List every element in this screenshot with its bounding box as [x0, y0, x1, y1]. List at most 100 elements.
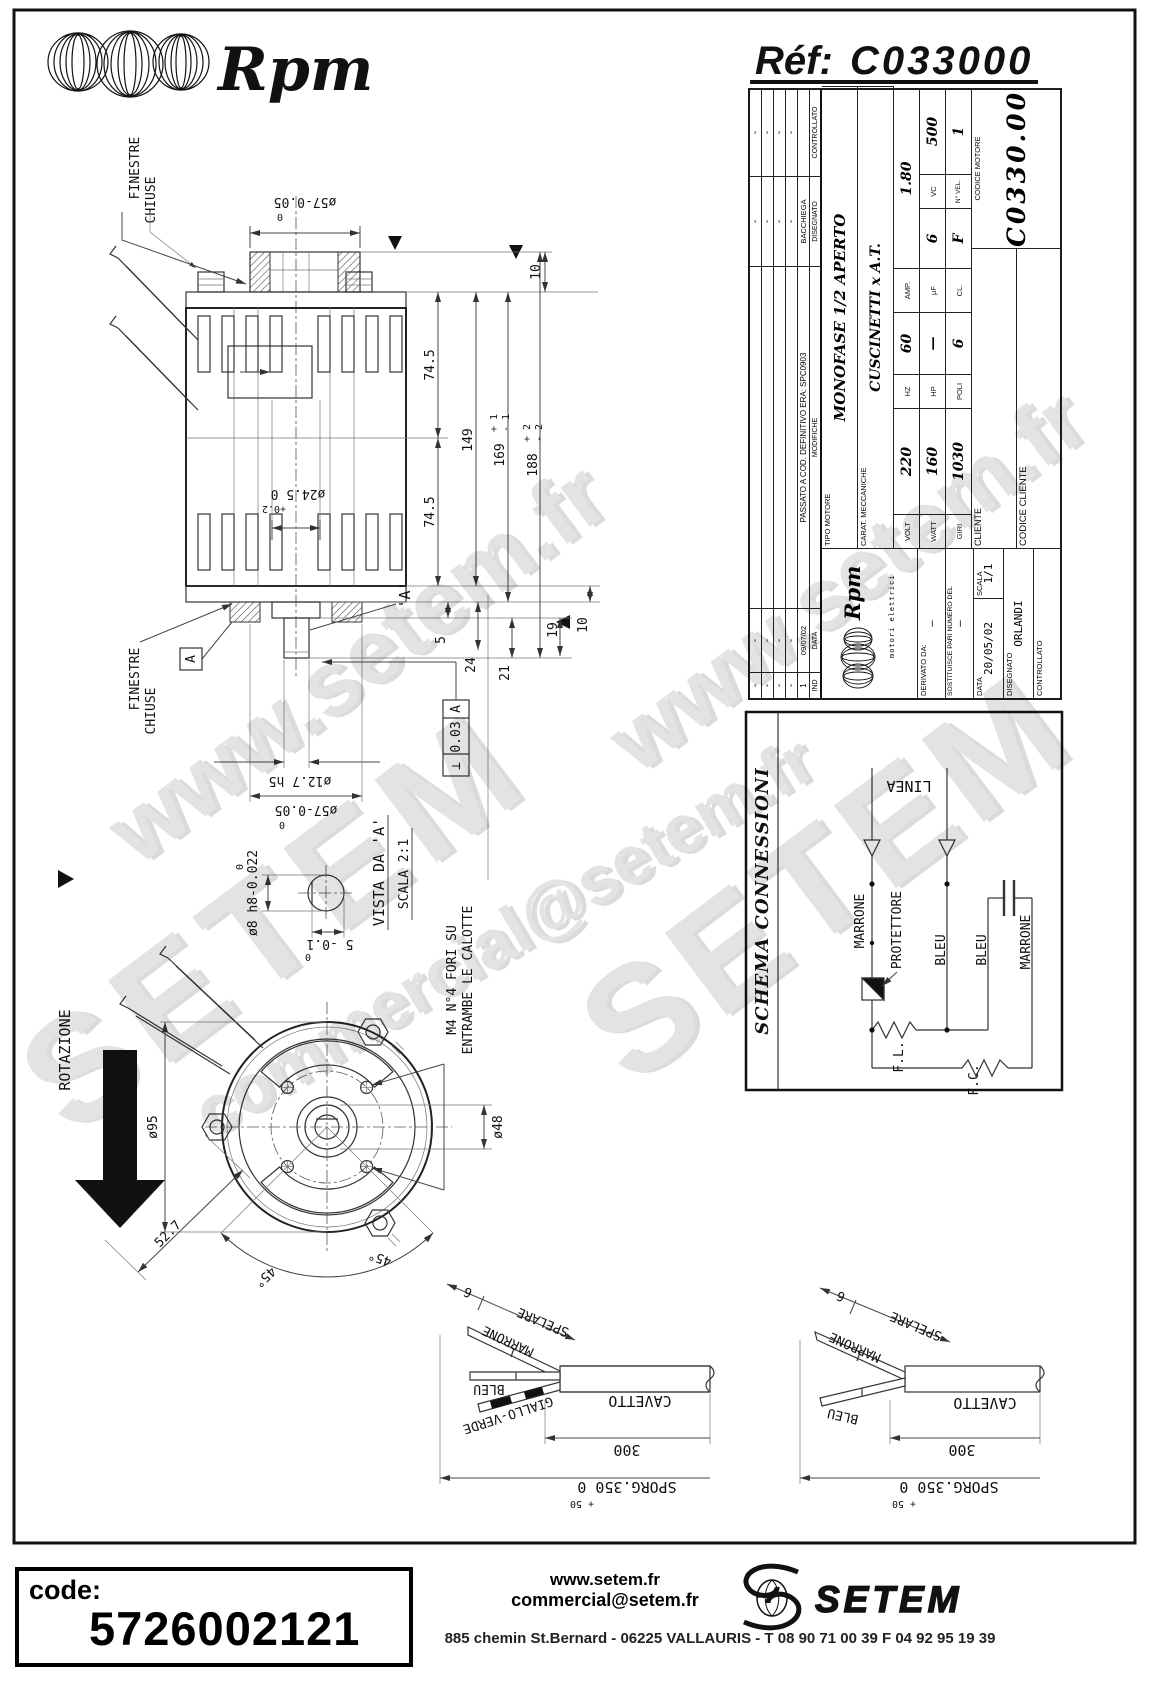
tb-hp-label: HP: [928, 386, 938, 397]
m4-note-line1: M4 N°4 FORI SU: [445, 925, 460, 1035]
cable-right-sporg-tol: + 50: [892, 1498, 916, 1509]
dim-flat5: 5 -0.1: [307, 936, 354, 951]
motor-front-view: ROTAZIONE ø95 ø48 M4 N°4 FORI SU ENTRAMB…: [56, 906, 506, 1290]
sheet-frame: [12, 8, 1137, 1545]
cable-left-300: 300: [613, 1441, 640, 1459]
tb-data-label: DATA: [975, 677, 984, 696]
schema-fc: F.C.: [967, 1064, 982, 1095]
tb-carat-label: CARAT. MECCANICHE: [859, 467, 868, 546]
tb-logo-sub: motori elettrici: [888, 574, 896, 658]
datum-a-flag: A: [184, 655, 199, 663]
setem-logo-text: SETEM: [815, 1579, 962, 1620]
schema-linea-label: LINEA: [886, 777, 931, 795]
rpm-brand-text: Rpm: [216, 35, 373, 105]
rev-dash: -: [786, 218, 797, 225]
tb-scala-label: SCALA: [975, 571, 984, 596]
cable-left-cavetto: CAVETTO: [608, 1392, 671, 1410]
tb-tipo-label: TIPO MOTORE: [823, 493, 832, 546]
footer-address: 885 chemin St.Bernard - 06225 VALLAURIS …: [444, 1630, 996, 1647]
dim-188-tp: + 2: [522, 424, 533, 442]
tb-vc-value: 500: [924, 116, 941, 147]
tb-uf-label: µF: [928, 286, 938, 295]
tb-controllato-label: CONTROLLATO: [1035, 640, 1044, 696]
rev-header-controllato: CONTROLLATO: [811, 106, 819, 159]
dim-745-b: 74.5: [423, 496, 438, 527]
tb-hz-label: HZ: [902, 386, 912, 397]
cable-right-spelare-6: 6: [835, 1287, 848, 1304]
dim-745-a: 74.5: [423, 349, 438, 380]
tb-amp-label: AMP.: [902, 281, 912, 300]
dim-527: 52.7: [152, 1218, 185, 1251]
schema-bleu-2: BLEU: [975, 934, 990, 965]
dim-flat5-tol: 0: [305, 951, 311, 962]
tb-watt-label: WATT: [928, 521, 938, 542]
dim-45-right: 45°: [367, 1246, 394, 1268]
rev-dash: -: [762, 637, 773, 644]
cable-right-spelare: SPELARE: [888, 1308, 944, 1343]
cable-left-sporg-tol: + 50: [570, 1498, 594, 1509]
tb-watt-value: 160: [924, 446, 941, 477]
drawing-canvas: .k{stroke:#222;stroke-width:2;fill:none}…: [12, 8, 1137, 1545]
cable-left-spelare: SPELARE: [515, 1304, 571, 1339]
tol-frame-value: 0.03: [449, 721, 464, 752]
tb-poli-label: POLI: [954, 382, 964, 401]
rev-row-date: 09/07/02: [799, 625, 808, 656]
rev-dash: -: [750, 218, 761, 225]
tb-giri-label: GIRI: [954, 523, 964, 540]
finestre-chiuse-label-top: FINESTRE CHIUSE: [121, 137, 247, 285]
schema-marrone-left: MARRONE: [853, 894, 868, 949]
ref-underline: [750, 80, 1038, 84]
rotation-arrow-icon: [103, 1050, 137, 1180]
tb-disegnato-label: DISEGNATO: [1005, 652, 1014, 696]
rpm-logo-icon: [47, 30, 210, 98]
code-box: code: 5726002121: [15, 1567, 413, 1667]
tb-derivato-label: DERIVATO DA:: [919, 644, 928, 696]
tb-hz-value: 60: [898, 333, 915, 354]
side-view-dimensions: 0 ø57-0.05 10 74.5 74.5 149 169 + 1 - 1 …: [179, 194, 600, 830]
dim-d8-tol: 0: [235, 864, 246, 870]
rev-row-ind: 1: [799, 683, 808, 688]
cable-right-sporg: SPORG.350 0: [899, 1478, 998, 1496]
rev-dash: -: [750, 129, 761, 136]
tb-cliente-label: CLIENTE: [973, 507, 983, 546]
dim-d57-top: ø57-0.05: [274, 194, 337, 209]
tb-volt-label: VOLT: [902, 521, 912, 542]
m4-note-line2: ENTRAMBE LE CALOTTE: [461, 906, 476, 1055]
cable-right-marrone: MARRONE: [827, 1329, 883, 1365]
tb-tipo-value: MONOFASE 1/2 APERTO: [830, 213, 849, 422]
rev-dash: -: [786, 682, 797, 689]
perpendicularity-icon: ⊥: [449, 762, 464, 770]
dim-10-bottom: 10: [576, 617, 591, 633]
schema-connessioni: SCHEMA CONNESSIONI LINEA: [744, 710, 1064, 1096]
rev-row-disegnato: BACCHIEGA: [799, 199, 808, 244]
tb-cl-value: F: [950, 233, 967, 244]
cable-right-cavetto: CAVETTO: [953, 1394, 1016, 1412]
tb-nvel-value: 1: [950, 126, 967, 137]
footer-email: commercial@setem.fr: [511, 1590, 699, 1610]
datum-a-label: 'A': [396, 581, 414, 608]
dim-5: 5: [434, 636, 449, 644]
tb-sostituisce-label: SOSTITUISCE PARI NUMERO DEL: [947, 586, 954, 696]
dim-d57-top-tol: 0: [277, 211, 283, 222]
detail-view-a: 0 ø8 h8-0.022 0 5 -0.1 VISTA DA 'A' SCAL…: [58, 815, 413, 962]
rpm-logo-small-icon: [840, 627, 876, 689]
tb-logo-brand: Rpm: [840, 565, 865, 620]
cable-right-bleu: BLEU: [826, 1405, 860, 1427]
dim-d57-bot: ø57-0.05: [275, 802, 338, 817]
finestre-bot-line2: CHIUSE: [144, 688, 159, 735]
finestre-chiuse-label-bottom: FINESTRE CHIUSE: [128, 603, 233, 735]
dim-24: 24: [464, 657, 479, 673]
rev-dash: -: [786, 129, 797, 136]
rev-dash: -: [750, 682, 761, 689]
footer-website: www.setem.fr: [550, 1570, 660, 1589]
rev-dash: -: [774, 682, 785, 689]
ref-value: C033000: [850, 39, 1033, 83]
finestre-top-line1: FINESTRE: [128, 137, 143, 200]
dim-169-tm: - 1: [501, 414, 512, 432]
schema-protettore: PROTETTORE: [890, 891, 905, 969]
dim-149: 149: [461, 428, 476, 451]
cable-left-bleu: BLEU: [473, 1381, 504, 1396]
code-value: 5726002121: [89, 1602, 361, 1655]
tb-codice-cliente-label: CODICE CLIENTE: [1018, 466, 1029, 546]
footer: code: 5726002121 www.setem.fr commercial…: [0, 1545, 1154, 1683]
